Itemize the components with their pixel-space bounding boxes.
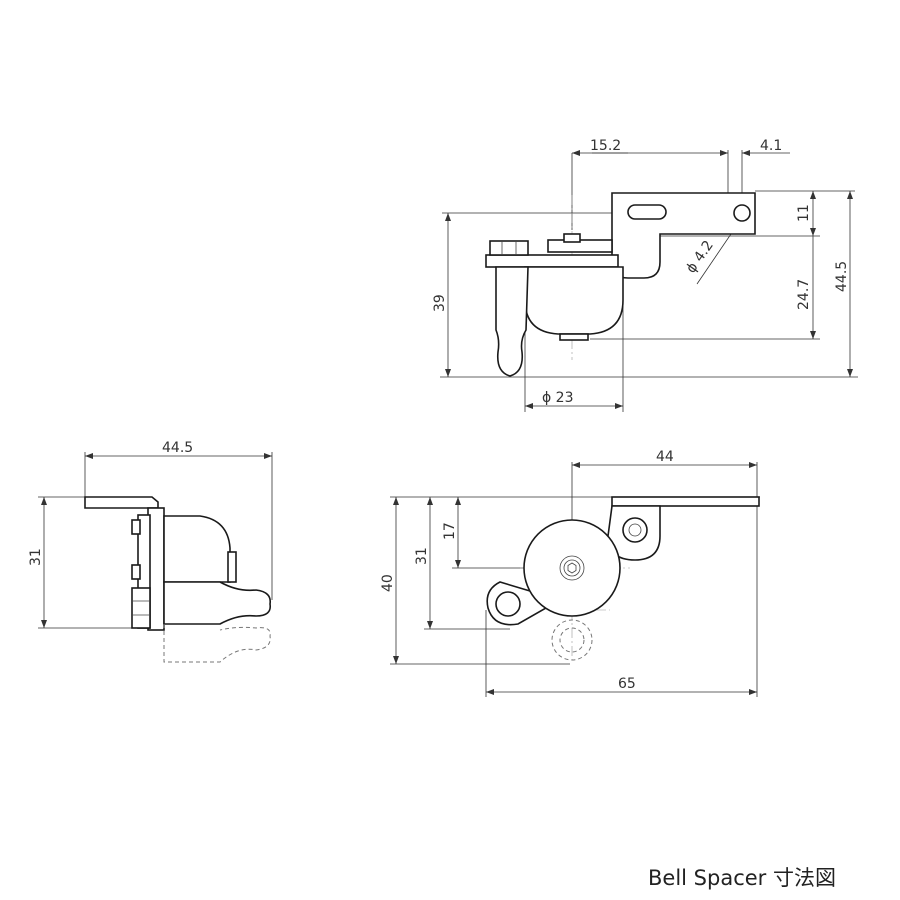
arrowhead	[85, 453, 93, 459]
top-view: 15.2 4.1 11 24.7 44.5 39 ϕ 23	[432, 138, 858, 412]
arrowhead	[264, 453, 272, 459]
front-view: 44 40 31 17 65	[380, 449, 760, 697]
bracket-slot	[627, 204, 667, 220]
bell-bottom	[559, 333, 589, 341]
arrowhead	[455, 560, 461, 568]
ear-hole	[622, 517, 648, 543]
arrowhead	[749, 689, 757, 695]
hidden-lever	[163, 624, 271, 663]
screw-head	[131, 564, 141, 580]
center-hole	[563, 559, 581, 577]
arrowhead	[41, 497, 47, 505]
bracket-side	[84, 496, 159, 509]
arrowhead	[720, 150, 728, 156]
center-boss	[559, 555, 585, 581]
arrowhead	[810, 228, 816, 236]
arrowhead	[847, 191, 853, 199]
arrowhead	[41, 620, 47, 628]
dim-text-phi-4-2: ϕ 4.2	[683, 238, 717, 277]
arrowhead	[810, 331, 816, 339]
arrowhead	[572, 150, 580, 156]
lever-arm	[495, 266, 529, 377]
hex-nut	[131, 587, 151, 629]
lever-arm-side	[163, 581, 272, 625]
bell-bottom-side	[227, 551, 237, 583]
bell-dome	[524, 266, 624, 335]
arrowhead	[393, 497, 399, 505]
dim-text-44-5: 44.5	[162, 440, 193, 456]
dim-text-39: 39	[432, 294, 448, 312]
arrowhead	[393, 656, 399, 664]
bell-dome-side	[163, 515, 231, 583]
hex-socket	[567, 562, 577, 574]
side-view: 44.5 31	[28, 440, 273, 663]
hex-nut	[489, 240, 529, 256]
dim-text-24-7: 24.7	[796, 279, 812, 310]
bracket-hole	[733, 204, 751, 222]
dim-text-4-1: 4.1	[760, 138, 782, 154]
dim-text-40: 40	[380, 574, 396, 592]
lobe-hole	[495, 591, 521, 617]
arrowhead	[486, 689, 494, 695]
arrowhead	[445, 369, 451, 377]
arrowhead	[572, 462, 580, 468]
hidden-lever-end	[551, 619, 593, 661]
arrowhead	[427, 621, 433, 629]
arrowhead	[742, 150, 750, 156]
arrowhead	[455, 497, 461, 505]
bracket-arm	[611, 496, 760, 507]
arrowhead	[445, 213, 451, 221]
dim-text-31: 31	[414, 547, 430, 565]
screw-head	[563, 233, 581, 243]
dim-text-44-5: 44.5	[834, 261, 850, 292]
dim-text-17: 17	[442, 522, 458, 540]
arrowhead	[525, 403, 533, 409]
dim-text-11: 11	[796, 204, 812, 222]
arrowhead	[615, 403, 623, 409]
arrowhead	[847, 369, 853, 377]
arrowhead	[427, 497, 433, 505]
ear-hole-inner	[628, 523, 642, 537]
dim-text-31: 31	[28, 548, 44, 566]
drawing-caption: Bell Spacer 寸法図	[648, 866, 836, 890]
hidden-lever-hole	[559, 627, 585, 653]
screw-head	[131, 519, 141, 535]
dim-text-phi-23: ϕ 23	[542, 390, 574, 406]
arrowhead	[749, 462, 757, 468]
arrowhead	[810, 191, 816, 199]
bell-body	[523, 519, 621, 617]
dim-text-65: 65	[618, 676, 636, 692]
dim-text-44: 44	[656, 449, 674, 465]
dim-text-15-2: 15.2	[590, 138, 621, 154]
base-plate	[485, 254, 619, 268]
